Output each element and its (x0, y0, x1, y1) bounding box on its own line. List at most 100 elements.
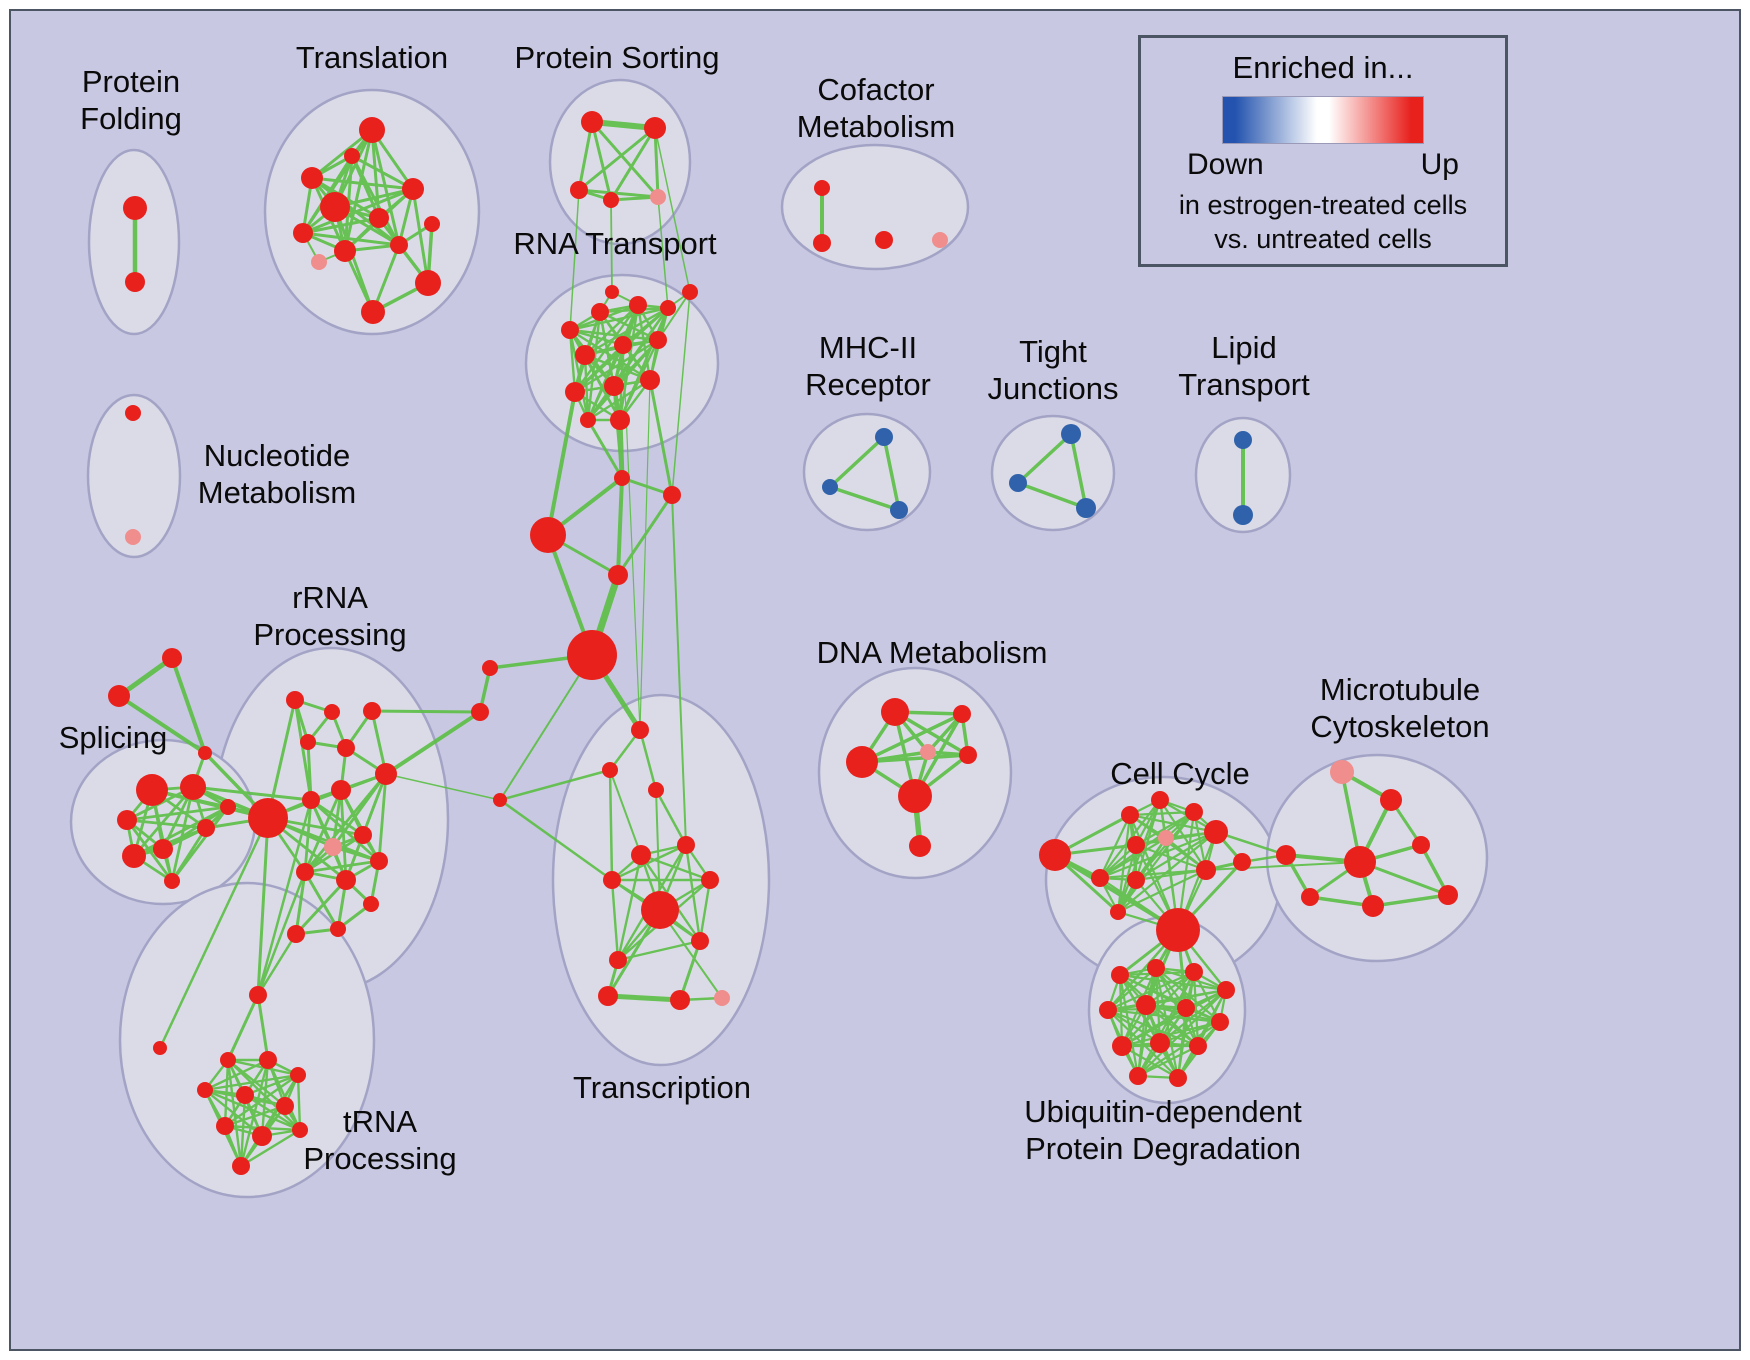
edge (828, 485, 901, 512)
node-0 (123, 196, 147, 220)
node-25 (561, 321, 579, 339)
edge (350, 154, 415, 191)
edge (306, 740, 313, 802)
node-74 (249, 986, 267, 1004)
edge (590, 120, 613, 202)
edge (203, 1058, 270, 1092)
node-129 (1330, 760, 1354, 784)
edge (1214, 830, 1288, 857)
edge (609, 769, 642, 856)
node-80 (236, 1086, 254, 1104)
edge (1120, 1006, 1188, 1048)
node-146 (1150, 1033, 1170, 1053)
edge (1098, 810, 1196, 880)
node-86 (631, 721, 649, 739)
edge (303, 859, 381, 874)
node-48 (198, 746, 212, 760)
node-49 (136, 774, 168, 806)
node-139 (1185, 963, 1203, 981)
node-53 (122, 844, 146, 868)
legend-subtitle-line1: in estrogen-treated cells (1178, 190, 1468, 220)
node-61 (337, 739, 355, 757)
edge (191, 785, 313, 802)
edge (610, 199, 613, 293)
edge (616, 853, 643, 962)
edge (638, 728, 658, 792)
edge (573, 343, 625, 394)
node-90 (631, 845, 651, 865)
node-82 (216, 1117, 234, 1135)
node-41 (608, 565, 628, 585)
node-56 (164, 873, 180, 889)
node-59 (363, 702, 381, 720)
edge (860, 753, 970, 764)
edge (639, 853, 712, 882)
edge (678, 939, 702, 1002)
cluster-label-splicing: Splicing (59, 720, 168, 755)
node-7 (369, 208, 389, 228)
cluster-ellipse-trna-processing (118, 881, 376, 1199)
node-76 (220, 1052, 236, 1068)
edge (622, 344, 641, 731)
node-58 (324, 704, 340, 720)
edge (243, 1093, 302, 1132)
node-51 (117, 810, 137, 830)
node-44 (471, 703, 489, 721)
edge (1106, 1008, 1222, 1024)
legend-axis-labels: Down Up (1187, 148, 1459, 182)
edge (239, 1128, 302, 1168)
edge (608, 768, 614, 882)
edge (243, 1073, 300, 1097)
edge (610, 878, 620, 962)
node-8 (402, 178, 424, 200)
node-102 (920, 744, 936, 760)
node-11 (311, 254, 327, 270)
edge (654, 788, 688, 847)
node-3 (301, 167, 323, 189)
edge (293, 698, 313, 802)
node-81 (276, 1097, 294, 1115)
cluster-ellipse-cofactor-metabolism (780, 143, 970, 271)
node-135 (1362, 895, 1384, 917)
node-92 (603, 871, 621, 889)
edge (203, 1073, 300, 1092)
edge (499, 654, 593, 801)
node-5 (293, 223, 313, 243)
node-37 (682, 284, 698, 300)
node-117 (1121, 806, 1139, 824)
edge (350, 154, 401, 247)
node-70 (370, 852, 388, 870)
edge (377, 772, 388, 863)
legend: Enriched in... Down Up in estrogen-treat… (1138, 35, 1508, 267)
edge (303, 772, 388, 874)
edge (610, 843, 688, 882)
node-84 (292, 1122, 308, 1138)
edge (1192, 970, 1222, 1024)
edge (653, 126, 660, 199)
node-19 (650, 189, 666, 205)
edge (343, 128, 374, 253)
node-110 (1009, 474, 1027, 492)
edge (609, 126, 657, 202)
node-138 (1147, 959, 1165, 977)
node-100 (953, 705, 971, 723)
edge (125, 805, 230, 822)
node-121 (1127, 836, 1145, 854)
node-38 (614, 470, 630, 486)
edge (577, 120, 594, 192)
node-35 (610, 410, 630, 430)
node-64 (331, 780, 351, 800)
edge (301, 187, 415, 235)
edge (158, 816, 270, 1050)
edge (223, 1104, 287, 1128)
node-27 (629, 296, 647, 314)
edge (498, 798, 614, 882)
node-24 (605, 285, 619, 299)
legend-up-label: Up (1420, 148, 1459, 181)
edge (294, 870, 307, 936)
cluster-ellipse-nucleotide-metabolism (86, 393, 182, 559)
